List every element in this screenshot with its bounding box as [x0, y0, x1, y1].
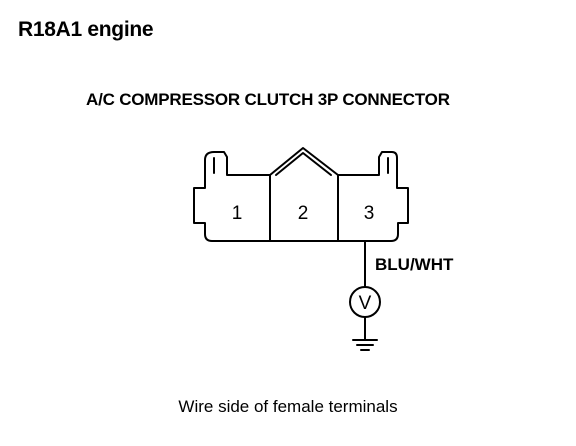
pin-label-3: 3	[364, 203, 375, 224]
engine-title: R18A1 engine	[18, 18, 154, 41]
voltmeter-letter: V	[359, 293, 372, 314]
connector-outline	[193, 147, 409, 242]
connector-title: A/C COMPRESSOR CLUTCH 3P CONNECTOR	[86, 90, 450, 109]
caption: Wire side of female terminals	[178, 397, 398, 416]
wire-color-label: BLU/WHT	[375, 255, 454, 274]
connector-key-inner	[275, 152, 332, 176]
pin-label-1: 1	[232, 203, 243, 224]
ground-icon	[352, 339, 378, 351]
pin-label-2: 2	[298, 203, 309, 224]
